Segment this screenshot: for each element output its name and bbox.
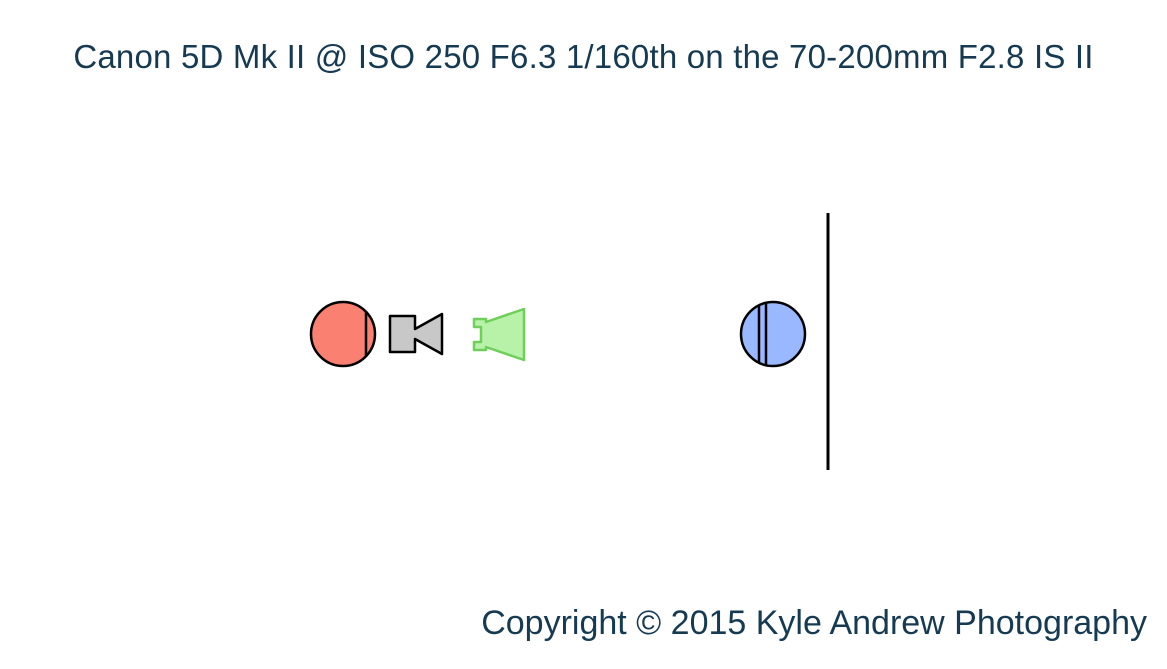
camera-icon [388,312,444,356]
second-person-icon [739,300,807,368]
copyright-text: Copyright © 2015 Kyle Andrew Photography [481,604,1147,642]
flash-icon [472,307,526,362]
diagram-title: Canon 5D Mk II @ ISO 250 F6.3 1/160th on… [73,38,1094,75]
subject-person-icon [309,300,377,368]
